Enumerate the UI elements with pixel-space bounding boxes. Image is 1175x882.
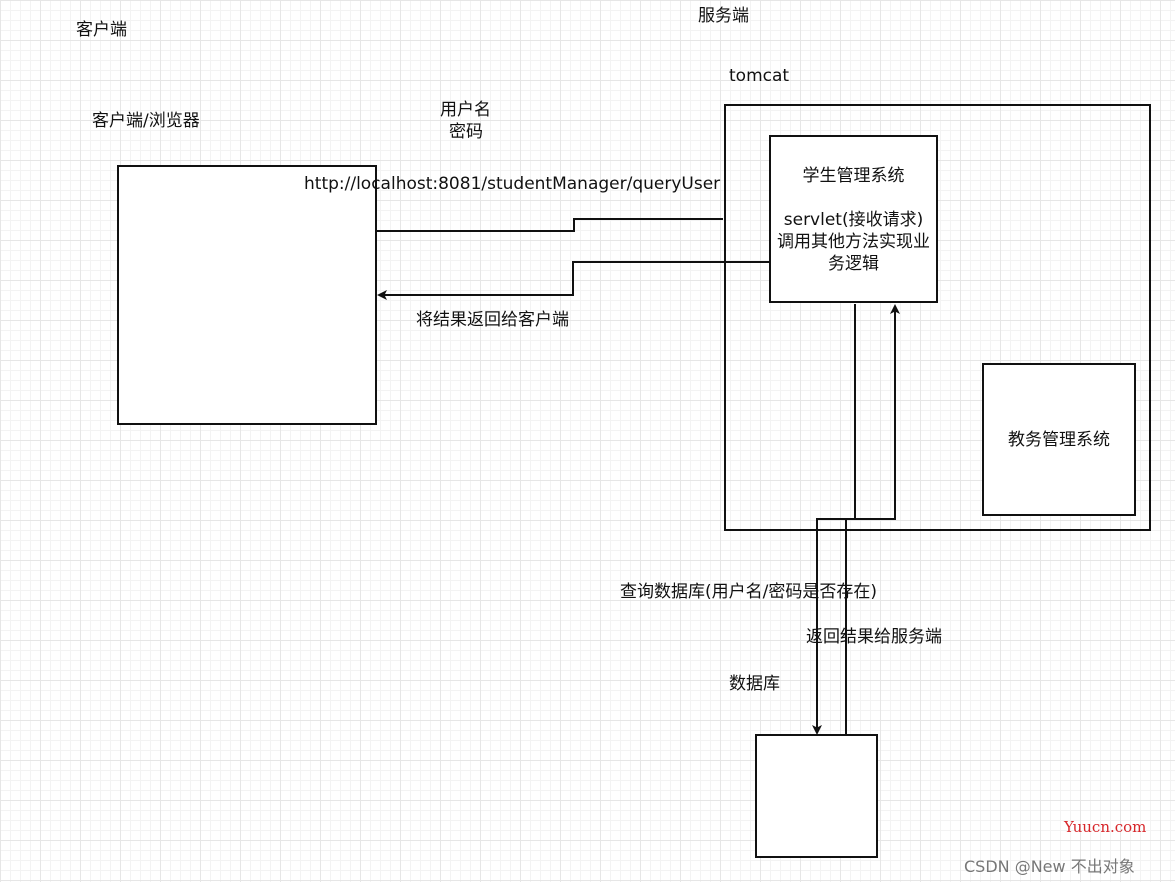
query-database-label: 查询数据库(用户名/密码是否存在) [620, 582, 877, 602]
request-connector [377, 218, 723, 232]
password-label: 密码 [449, 122, 483, 142]
server-heading: 服务端 [698, 6, 749, 26]
tomcat-label: tomcat [729, 66, 790, 86]
site-watermark: Yuucn.com [1064, 818, 1147, 836]
return-to-server-label: 返回结果给服务端 [806, 627, 942, 647]
academic-system-title: 教务管理系统 [1008, 430, 1110, 450]
servlet-line: servlet(接收请求) [783, 210, 924, 230]
request-url: http://localhost:8081/studentManager/que… [304, 174, 721, 194]
logic-line-2: 务逻辑 [828, 254, 879, 274]
db-return-arrow [845, 304, 900, 734]
client-browser-box[interactable] [117, 165, 377, 425]
database-box[interactable] [755, 734, 878, 858]
query-db-arrow [812, 304, 856, 735]
response-arrow [377, 261, 769, 300]
tomcat-container-box[interactable] [724, 104, 1151, 531]
academic-system-box[interactable]: 教务管理系统 [982, 363, 1136, 516]
student-system-box[interactable]: 学生管理系统 servlet(接收请求) 调用其他方法实现业 务逻辑 [769, 135, 938, 303]
return-to-client-label: 将结果返回给客户端 [416, 310, 569, 330]
username-label: 用户名 [440, 100, 491, 120]
browser-label: 客户端/浏览器 [92, 111, 200, 131]
student-system-title: 学生管理系统 [802, 166, 905, 186]
client-heading: 客户端 [76, 20, 127, 40]
logic-line-1: 调用其他方法实现业 [777, 232, 930, 252]
database-label: 数据库 [729, 674, 780, 694]
author-watermark: CSDN @New 不出对象 [964, 857, 1135, 876]
